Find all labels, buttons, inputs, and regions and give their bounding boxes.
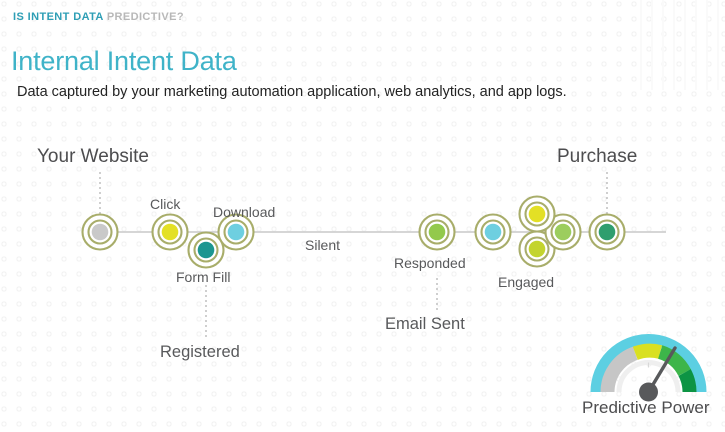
intent-timeline-diagram: Your Website Click Form Fill Download Re… [0, 110, 725, 432]
label-email-sent: Email Sent [385, 315, 465, 333]
kicker-strong-text: IS INTENT DATA [13, 11, 104, 23]
node-form-fill[interactable] [187, 231, 225, 269]
label-form-fill: Form Fill [176, 269, 231, 285]
node-engaged-right[interactable] [544, 213, 582, 251]
gauge-outer-ring [590, 334, 707, 393]
node-engaged-top[interactable] [518, 195, 556, 233]
gauge-segment-max [678, 369, 697, 393]
background-decoration-topright [640, 0, 725, 90]
label-silent: Silent [305, 237, 341, 253]
node-download[interactable] [217, 213, 255, 251]
node-responded[interactable] [418, 213, 456, 251]
page-subtitle: Data captured by your marketing automati… [17, 84, 567, 100]
gauge-segment-high [657, 345, 691, 377]
node-engaged-bottom[interactable] [518, 230, 556, 268]
timeline-svg [81, 172, 666, 338]
gauge-label: Predictive Power [582, 398, 710, 417]
label-download: Download [213, 204, 276, 220]
label-registered: Registered [160, 343, 240, 361]
kicker-light-text: PREDICTIVE? [106, 11, 184, 23]
label-your-website: Your Website [37, 146, 149, 167]
gauge-segment-medium [632, 343, 662, 360]
gauge-svg [590, 334, 707, 402]
node-email-sent[interactable] [474, 213, 512, 251]
label-click: Click [150, 196, 181, 212]
eyebrow-kicker: IS INTENT DATA PREDICTIVE? [13, 11, 184, 23]
page-title: Internal Intent Data [11, 46, 237, 76]
label-purchase: Purchase [557, 146, 638, 167]
predictive-power-gauge [586, 322, 711, 432]
node-your-website[interactable] [81, 213, 119, 251]
node-purchase[interactable] [588, 213, 626, 251]
label-engaged: Engaged [498, 274, 555, 290]
gauge-hub [639, 382, 658, 402]
node-click[interactable] [151, 213, 189, 251]
gauge-segment-low [600, 346, 638, 393]
label-responded: Responded [394, 255, 466, 271]
